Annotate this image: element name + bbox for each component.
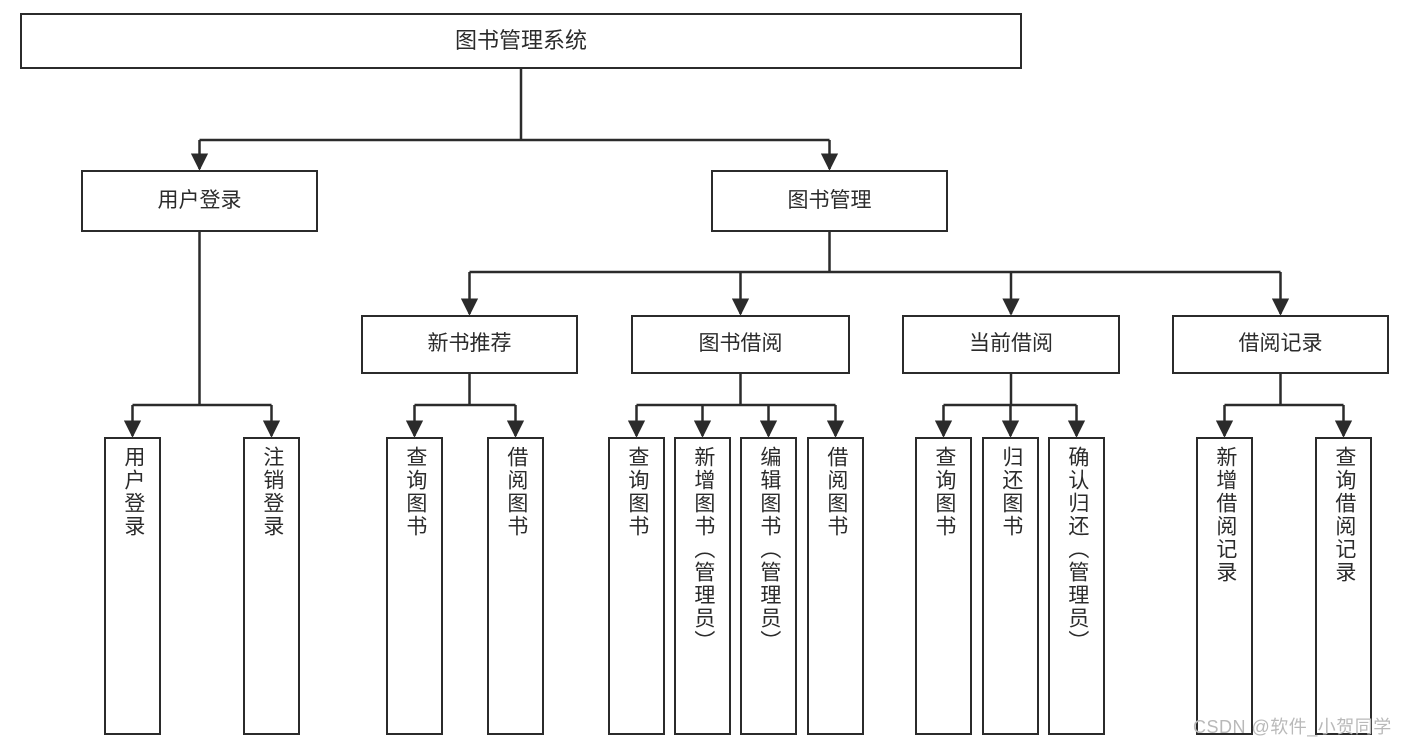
node-label: 查询图书: [625, 446, 649, 538]
node-label: 新书推荐: [427, 332, 512, 356]
node-current-borrow[interactable]: 当前借阅: [902, 315, 1120, 374]
node-label: 归还图书: [999, 446, 1023, 538]
node-leaf-cb-return[interactable]: 归还图书: [982, 437, 1039, 735]
node-label: 用户登录: [121, 446, 145, 538]
node-label: 图书管理: [787, 188, 872, 212]
node-user-login[interactable]: 用户登录: [81, 170, 318, 232]
node-root[interactable]: 图书管理系统: [20, 13, 1022, 69]
node-leaf-br-query[interactable]: 查询借阅记录: [1315, 437, 1372, 735]
node-leaf-rec-query[interactable]: 查询图书: [386, 437, 443, 735]
node-leaf-bb-edit[interactable]: 编辑图书（管理员）: [740, 437, 797, 735]
node-label: 当前借阅: [969, 332, 1053, 356]
node-label: 图书借阅: [698, 332, 783, 356]
node-book-borrow[interactable]: 图书借阅: [631, 315, 850, 374]
node-label: 查询图书: [932, 446, 956, 538]
node-label: 查询借阅记录: [1332, 446, 1356, 584]
node-leaf-user-login[interactable]: 用户登录: [104, 437, 161, 735]
node-borrow-record[interactable]: 借阅记录: [1172, 315, 1389, 374]
node-label: 借阅记录: [1238, 332, 1323, 356]
node-leaf-br-add[interactable]: 新增借阅记录: [1196, 437, 1253, 735]
node-new-book-rec[interactable]: 新书推荐: [361, 315, 578, 374]
node-leaf-bb-query[interactable]: 查询图书: [608, 437, 665, 735]
node-label: 查询图书: [403, 446, 427, 538]
node-leaf-cb-confirm[interactable]: 确认归还（管理员）: [1048, 437, 1105, 735]
node-label: 新增借阅记录: [1213, 446, 1237, 584]
node-label: 确认归还（管理员）: [1065, 446, 1089, 653]
node-book-manage[interactable]: 图书管理: [711, 170, 948, 232]
node-label: 编辑图书（管理员）: [757, 446, 781, 653]
node-label: 新增图书（管理员）: [691, 446, 715, 653]
node-leaf-rec-borrow[interactable]: 借阅图书: [487, 437, 544, 735]
node-leaf-cb-query[interactable]: 查询图书: [915, 437, 972, 735]
node-label: 注销登录: [260, 446, 284, 538]
node-leaf-user-logout[interactable]: 注销登录: [243, 437, 300, 735]
node-label: 借阅图书: [824, 446, 848, 538]
node-label: 借阅图书: [504, 446, 528, 538]
node-leaf-bb-borrow[interactable]: 借阅图书: [807, 437, 864, 735]
node-label: 用户登录: [157, 188, 242, 212]
csdn-watermark: CSDN @软件_小贺同学: [1193, 717, 1392, 737]
node-leaf-bb-add[interactable]: 新增图书（管理员）: [674, 437, 731, 735]
node-label: 图书管理系统: [454, 28, 587, 54]
